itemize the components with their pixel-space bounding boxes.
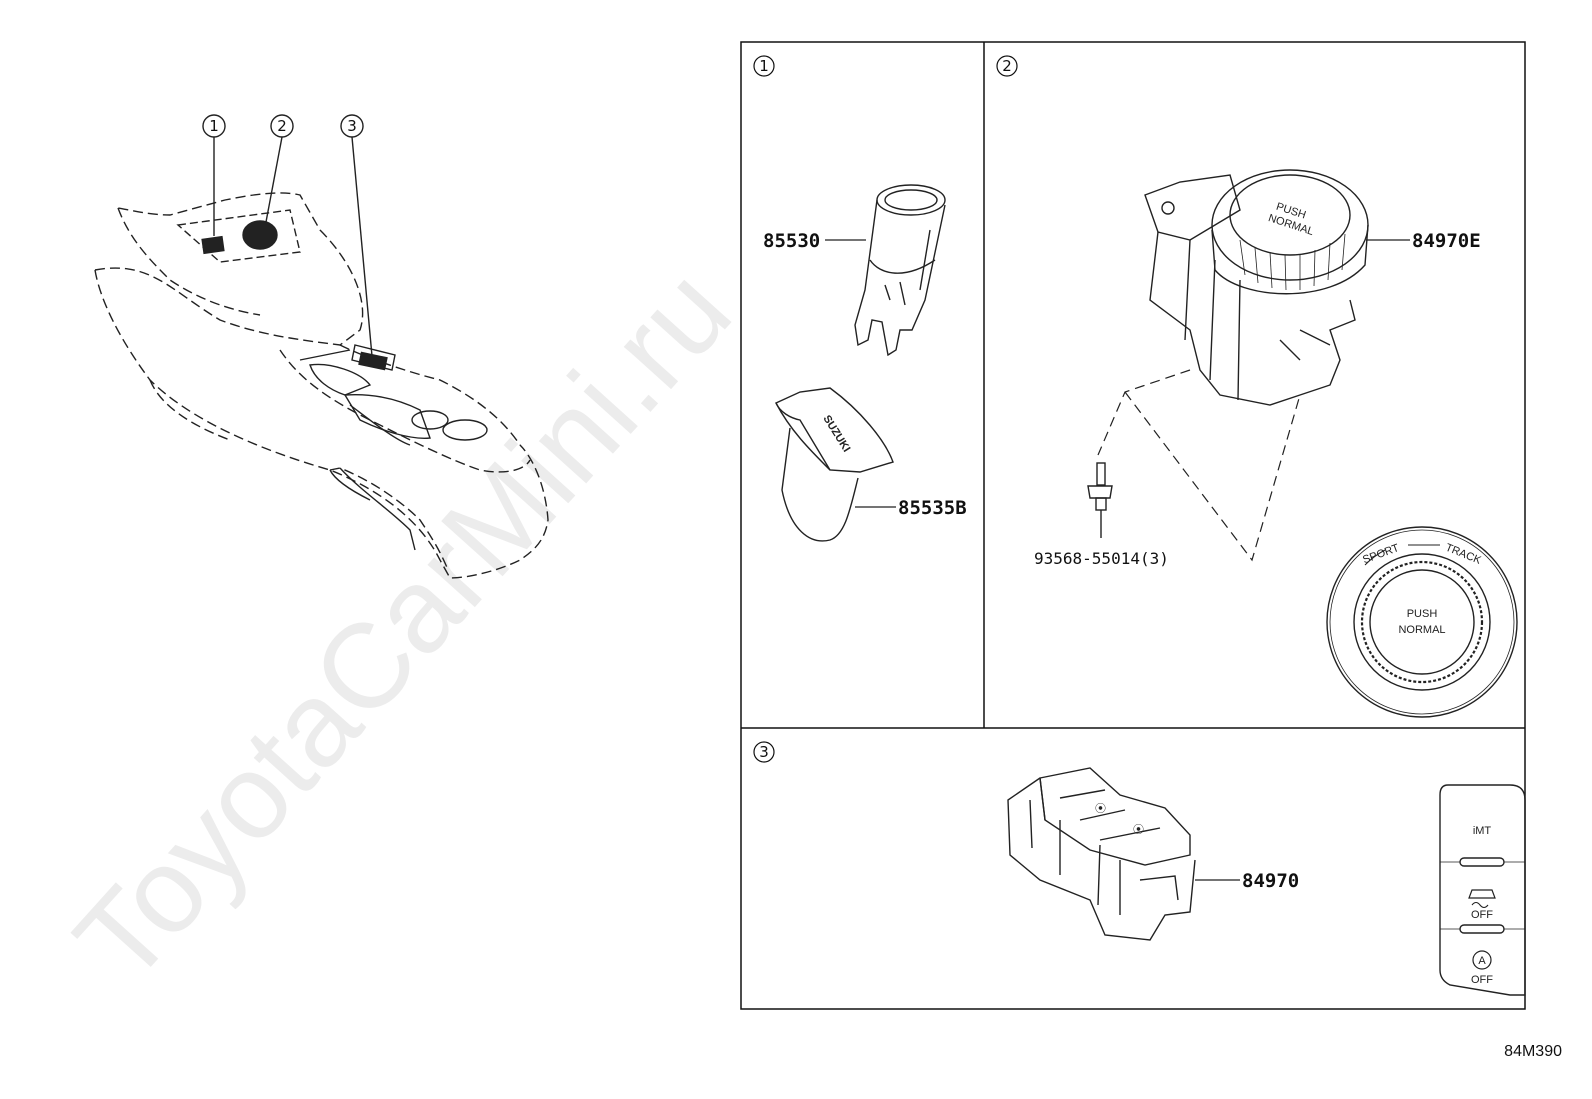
console-overview: 1 2 3 <box>94 114 549 579</box>
svg-text:⦿: ⦿ <box>1133 823 1144 836</box>
start-switch-84970e[interactable]: PUSH NORMAL <box>1144 169 1369 406</box>
svg-text:1: 1 <box>759 57 769 75</box>
part-label-84970[interactable]: 84970 <box>1242 870 1299 892</box>
svg-text:3: 3 <box>347 117 357 135</box>
svg-text:2: 2 <box>277 117 287 135</box>
part-label-85530[interactable]: 85530 <box>763 230 820 252</box>
panel-2-number: 2 <box>996 55 1018 77</box>
switch-face-inset: iMT OFF A OFF <box>1439 784 1526 996</box>
svg-text:A: A <box>1478 955 1486 967</box>
socket-85530[interactable] <box>854 184 946 357</box>
svg-text:3: 3 <box>759 743 769 761</box>
console-switch-3 <box>358 351 388 371</box>
sport-label: SPORT <box>1361 542 1401 566</box>
switch-84970[interactable]: ⦿ ⦿ <box>1007 767 1196 941</box>
svg-text:SUZUKI: SUZUKI <box>820 413 852 454</box>
panels-frame <box>740 41 1526 1010</box>
figure-code: 84M390 <box>1504 1043 1562 1060</box>
overview-callout-1[interactable]: 1 <box>202 114 226 138</box>
normal-label: NORMAL <box>1398 624 1445 636</box>
traction-off-icon <box>1468 889 1496 909</box>
overview-callout-2[interactable]: 2 <box>270 114 294 138</box>
svg-text:2: 2 <box>1002 57 1012 75</box>
console-start-button-2 <box>242 220 278 250</box>
traction-off-label: OFF <box>1471 909 1493 921</box>
svg-text:1: 1 <box>209 117 219 135</box>
start-switch-face-inset: SPORT TRACK PUSH NORMAL <box>1326 526 1518 718</box>
push-label: PUSH <box>1407 608 1438 620</box>
cap-85535b[interactable]: SUZUKI <box>775 387 894 542</box>
auto-stop-off-icon: A <box>1472 950 1492 970</box>
part-label-85535b[interactable]: 85535B <box>898 497 967 519</box>
panel-1-number: 1 <box>753 55 775 77</box>
screw-93568[interactable] <box>1087 462 1113 538</box>
watermark: ToyotaCarMini.ru <box>50 244 756 1008</box>
overview-callout-3[interactable]: 3 <box>340 114 364 138</box>
console-socket-1 <box>201 235 225 255</box>
svg-text:⦿: ⦿ <box>1095 802 1106 815</box>
imt-label: iMT <box>1473 825 1492 837</box>
panel-3-number: 3 <box>753 741 775 763</box>
part-label-93568[interactable]: 93568-55014(3) <box>1034 549 1169 568</box>
part-label-84970e[interactable]: 84970E <box>1412 230 1481 252</box>
auto-stop-off-label: OFF <box>1471 974 1493 986</box>
install-guides <box>1097 369 1301 562</box>
